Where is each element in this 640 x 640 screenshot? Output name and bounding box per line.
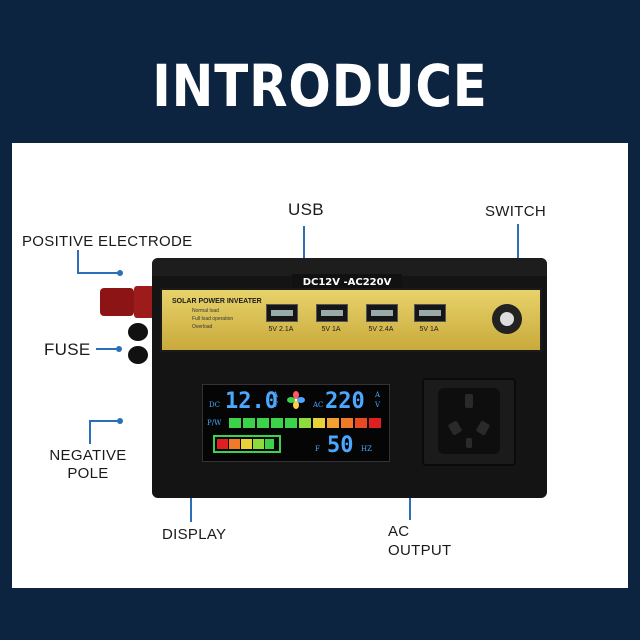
page-title: INTRODUCE — [152, 52, 488, 120]
load-bar-segment — [285, 418, 297, 428]
usb-port-3 — [366, 304, 398, 322]
negative-pole-label: NEGATIVE POLE — [48, 447, 128, 483]
usb-port-3-label: 5V 2.4A — [368, 326, 394, 333]
negative-leader-dot — [117, 418, 123, 424]
dc-label: DC — [209, 401, 220, 409]
socket-pin-left — [447, 420, 463, 436]
freq-value: 50 — [327, 433, 354, 458]
heat-fins — [152, 258, 547, 276]
ac-socket — [422, 378, 516, 466]
usb-port-2-label: 5V 1A — [321, 326, 341, 333]
load-bar-segment — [229, 418, 241, 428]
fan-icon — [287, 391, 305, 409]
model-tag: DC12V -AC220V — [292, 274, 402, 292]
legend-overload: Overload — [192, 324, 213, 330]
battery-cell — [253, 439, 264, 449]
battery-cell — [265, 439, 274, 449]
load-bar-segment — [243, 418, 255, 428]
negative-pole-line2: POLE — [67, 465, 109, 482]
pw-label: P/W — [207, 419, 222, 427]
legend-full: Full load operation — [192, 316, 234, 322]
load-bar-segment — [327, 418, 339, 428]
ac-output-line1: AC — [388, 523, 410, 540]
load-bar-segment — [369, 418, 381, 428]
battery-cell — [217, 439, 228, 449]
switch-label: SWITCH — [485, 203, 546, 220]
socket-pin-right — [475, 420, 491, 436]
ac-output-line2: OUTPUT — [388, 542, 452, 559]
socket-pin-top — [465, 394, 473, 408]
positive-leader-vertical — [77, 250, 79, 274]
load-bar-segment — [271, 418, 283, 428]
usb-port-1-label: 5V 2.1A — [268, 326, 294, 333]
fuse-knob-top — [128, 323, 148, 341]
dc-value: 12.0 — [225, 389, 278, 414]
load-bar-segment — [313, 418, 325, 428]
usb-port-4-label: 5V 1A — [419, 326, 439, 333]
positive-leader-dot — [117, 270, 123, 276]
display-label: DISPLAY — [162, 526, 227, 543]
load-bar-segment — [341, 418, 353, 428]
ac-label: AC — [313, 401, 324, 409]
usb-label: USB — [288, 200, 324, 219]
inverter-device: DC12V -AC220V SOLAR POWER INVEATER Norma… — [152, 258, 547, 498]
positive-terminal — [100, 288, 134, 316]
usb-port-4 — [414, 304, 446, 322]
load-bar-segment — [355, 418, 367, 428]
load-bar-segment — [299, 418, 311, 428]
power-switch — [492, 304, 522, 334]
fuse-label: FUSE — [44, 340, 91, 359]
freq-label: F — [315, 445, 320, 453]
negative-leader-vertical — [89, 420, 91, 444]
lcd-display: DC 12.0 A V AC 220 A V P/W — [202, 384, 390, 462]
ac-unit-v: V — [375, 401, 381, 409]
usb-port-2 — [316, 304, 348, 322]
positive-terminal-cap — [134, 286, 154, 318]
ac-output-label: AC OUTPUT — [388, 522, 451, 560]
battery-cell — [229, 439, 240, 449]
fuse-leader-line — [96, 348, 118, 350]
battery-cell — [241, 439, 252, 449]
positive-electrode-label: POSITIVE ELECTRODE — [22, 233, 193, 250]
usb-port-1 — [266, 304, 298, 322]
freq-unit: HZ — [361, 445, 372, 453]
dc-unit-a: A — [273, 391, 279, 399]
load-bar-segment — [257, 418, 269, 428]
ac-value: 220 — [325, 389, 365, 414]
negative-leader-horizontal — [89, 420, 119, 422]
positive-leader-horizontal — [77, 272, 119, 274]
control-panel: SOLAR POWER INVEATER Normal load Full lo… — [160, 288, 542, 352]
negative-pole-line1: NEGATIVE — [49, 447, 127, 464]
socket-pin-bottom — [466, 438, 472, 448]
dc-unit-v: V — [273, 401, 279, 409]
fuse-knob-bottom — [128, 346, 148, 364]
battery-indicator — [213, 435, 281, 453]
ac-unit-a: A — [375, 391, 381, 399]
brand-text: SOLAR POWER INVEATER — [172, 298, 262, 305]
legend-normal: Normal load — [192, 308, 219, 314]
fuse-leader-dot — [116, 346, 122, 352]
